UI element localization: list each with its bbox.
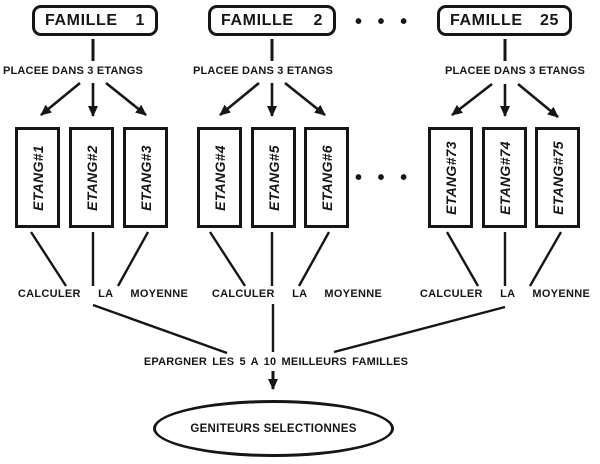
pond-to-mean-lines bbox=[29, 231, 563, 287]
pond-box: ETANG#74 bbox=[482, 127, 527, 228]
result-label: GENITEURS SELECTIONNES bbox=[190, 422, 357, 435]
pond-box: ETANG#5 bbox=[251, 127, 296, 228]
family-label: FAMILLE bbox=[221, 11, 294, 29]
result-ellipse: GENITEURS SELECTIONNES bbox=[153, 400, 394, 457]
funnel-lines bbox=[92, 303, 506, 355]
families-ellipsis-dots: • • • bbox=[355, 11, 413, 33]
mean-label: CALCULER LA MOYENNE bbox=[17, 288, 189, 300]
pond-label: ETANG#73 bbox=[442, 140, 459, 215]
family-label: FAMILLE bbox=[45, 11, 118, 29]
placement-label: PLACEE DANS 3 ETANGS bbox=[192, 65, 334, 77]
pond-label: ETANG#74 bbox=[496, 140, 513, 215]
placement-label: PLACEE DANS 3 ETANGS bbox=[2, 65, 144, 77]
ponds-ellipsis-dots: • • • bbox=[355, 167, 413, 189]
pond-box: ETANG#1 bbox=[15, 127, 60, 228]
family-number: 1 bbox=[135, 11, 145, 29]
pond-box: ETANG#75 bbox=[535, 127, 580, 228]
pond-box: ETANG#73 bbox=[428, 127, 473, 228]
pond-label: ETANG#2 bbox=[83, 144, 100, 211]
family-number: 2 bbox=[313, 11, 323, 29]
pond-box: ETANG#6 bbox=[304, 127, 349, 228]
pond-label: ETANG#3 bbox=[137, 144, 154, 211]
pond-label: ETANG#6 bbox=[318, 144, 335, 211]
family-connector-lines bbox=[91, 39, 507, 61]
family-box: FAMILLE 25 bbox=[437, 5, 572, 36]
family-number: 25 bbox=[540, 11, 559, 29]
family-box: FAMILLE 1 bbox=[32, 5, 158, 36]
pond-box: ETANG#4 bbox=[197, 127, 242, 228]
pond-label: ETANG#1 bbox=[29, 144, 46, 211]
family-label: FAMILLE bbox=[450, 11, 523, 29]
pond-box: ETANG#2 bbox=[69, 127, 114, 228]
save-instruction-label: EPARGNER LES 5 A 10 MEILLEURS FAMILLES bbox=[143, 356, 409, 368]
pond-label: ETANG#75 bbox=[549, 140, 566, 215]
placement-label: PLACEE DANS 3 ETANGS bbox=[444, 65, 586, 77]
family-box: FAMILLE 2 bbox=[208, 5, 336, 36]
pond-box: ETANG#3 bbox=[123, 127, 168, 228]
mean-label: CALCULER LA MOYENNE bbox=[211, 288, 383, 300]
pond-label: ETANG#5 bbox=[265, 144, 282, 211]
placement-fan-arrows bbox=[40, 81, 559, 119]
pond-label: ETANG#4 bbox=[211, 144, 228, 211]
mean-label: CALCULER LA MOYENNE bbox=[419, 288, 591, 300]
